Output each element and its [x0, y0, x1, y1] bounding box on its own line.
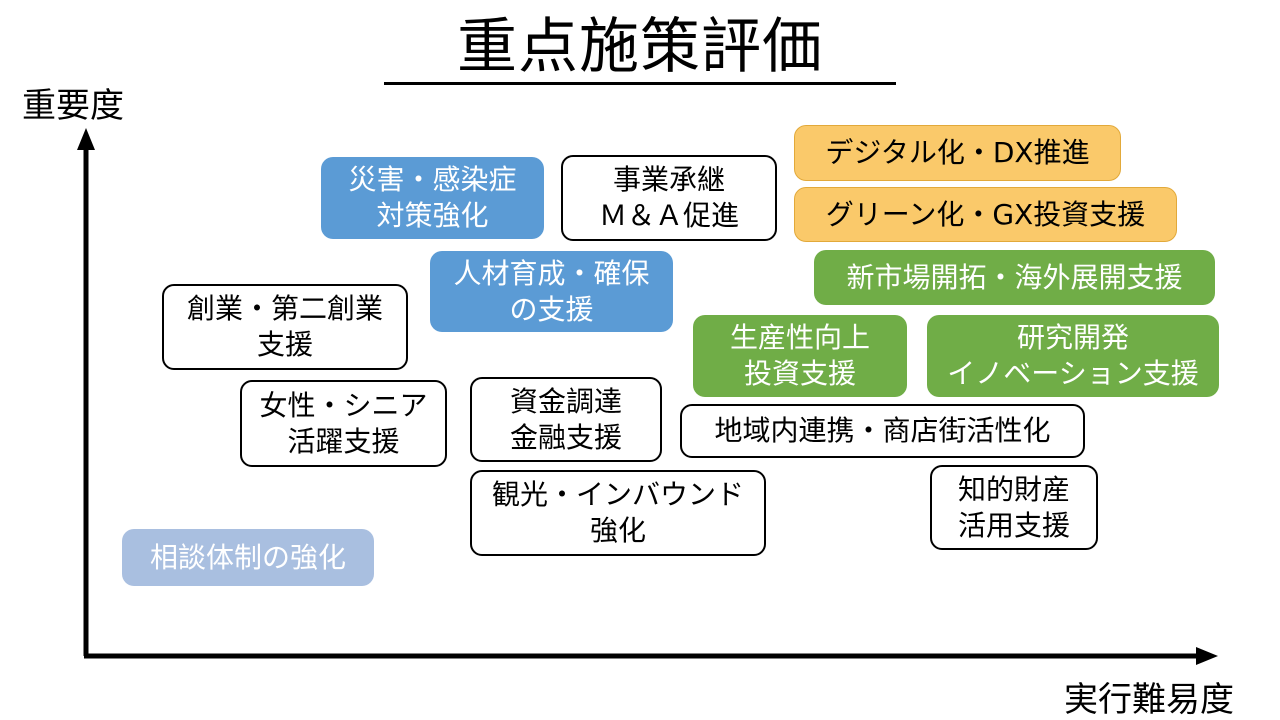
item-succession-line-2: Ｍ＆Ａ促進 — [598, 199, 739, 232]
item-new-market: 新市場開拓・海外展開支援 — [814, 250, 1215, 305]
item-productivity-line-1: 生産性向上 — [729, 321, 870, 354]
item-consultation-line-1: 相談体制の強化 — [149, 540, 346, 574]
item-rnd-line-2: イノベーション支援 — [947, 357, 1199, 390]
item-new-market-line-1: 新市場開拓・海外展開支援 — [846, 260, 1183, 294]
item-startup-line-2: 支援 — [256, 328, 313, 361]
item-talent: 人材育成・確保 の支援 — [430, 251, 673, 332]
item-women-senior-line-1: 女性・シニア — [259, 388, 428, 422]
item-regional: 地域内連携・商店街活性化 — [680, 404, 1085, 458]
item-productivity-line-2: 投資支援 — [743, 357, 856, 390]
x-axis-arrow-icon — [1196, 647, 1218, 665]
item-tourism-line-1: 観光・インバウンド — [491, 478, 744, 511]
item-startup: 創業・第二創業 支援 — [162, 284, 408, 370]
item-talent-line-2: の支援 — [509, 292, 594, 326]
item-disaster-line-1: 災害・感染症 — [348, 163, 517, 196]
y-axis-label: 重要度 — [22, 86, 124, 126]
item-funding: 資金調達 金融支援 — [470, 377, 662, 462]
y-axis-arrow-icon — [77, 128, 95, 150]
item-productivity: 生産性向上 投資支援 — [693, 315, 907, 397]
item-rnd: 研究開発 イノベーション支援 — [927, 315, 1219, 397]
item-women-senior: 女性・シニア 活躍支援 — [240, 380, 447, 467]
item-talent-line-1: 人材育成・確保 — [453, 256, 650, 290]
item-startup-line-1: 創業・第二創業 — [186, 292, 383, 325]
item-regional-line-1: 地域内連携・商店街活性化 — [714, 414, 1051, 447]
item-ip-line-1: 知的財産 — [957, 472, 1070, 506]
item-women-senior-line-2: 活躍支援 — [287, 424, 400, 458]
item-funding-line-1: 資金調達 — [509, 384, 622, 418]
item-succession: 事業承継 Ｍ＆Ａ促進 — [561, 155, 777, 241]
item-succession-line-1: 事業承継 — [612, 163, 725, 196]
x-axis-label: 実行難易度 — [1064, 680, 1234, 720]
item-disaster-line-2: 対策強化 — [376, 199, 489, 232]
item-tourism: 観光・インバウンド 強化 — [470, 470, 766, 556]
item-disaster: 災害・感染症 対策強化 — [321, 157, 544, 239]
item-ip: 知的財産 活用支援 — [930, 465, 1098, 550]
item-ip-line-2: 活用支援 — [957, 508, 1070, 542]
item-digital-line-1: デジタル化・DX推進 — [825, 136, 1090, 169]
item-green: グリーン化・GX投資支援 — [794, 187, 1177, 242]
item-funding-line-2: 金融支援 — [509, 420, 622, 454]
item-green-line-1: グリーン化・GX投資支援 — [825, 197, 1146, 231]
item-digital: デジタル化・DX推進 — [794, 125, 1121, 181]
item-consultation: 相談体制の強化 — [122, 529, 374, 586]
item-rnd-line-1: 研究開発 — [1016, 321, 1129, 354]
page-title: 重点施策評価 — [384, 14, 896, 85]
item-tourism-line-2: 強化 — [589, 514, 646, 547]
